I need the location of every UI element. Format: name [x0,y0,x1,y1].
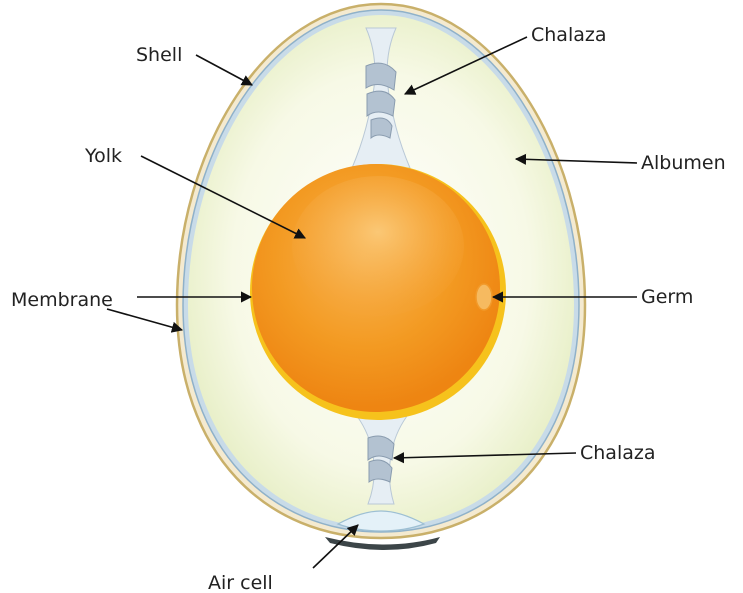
label-yolk: Yolk [84,145,122,167]
germ [476,284,492,310]
label-shell: Shell [136,44,182,66]
label-albumen: Albumen [641,152,726,174]
label-germ: Germ [641,286,693,308]
label-chalaza-top: Chalaza [531,24,607,46]
arrow-shell [196,55,252,85]
label-chalaza-bottom: Chalaza [580,442,656,464]
label-air-cell: Air cell [208,572,273,593]
yolk [250,164,506,420]
arrow-membrane-shell [107,309,182,330]
label-membrane: Membrane [11,289,113,311]
